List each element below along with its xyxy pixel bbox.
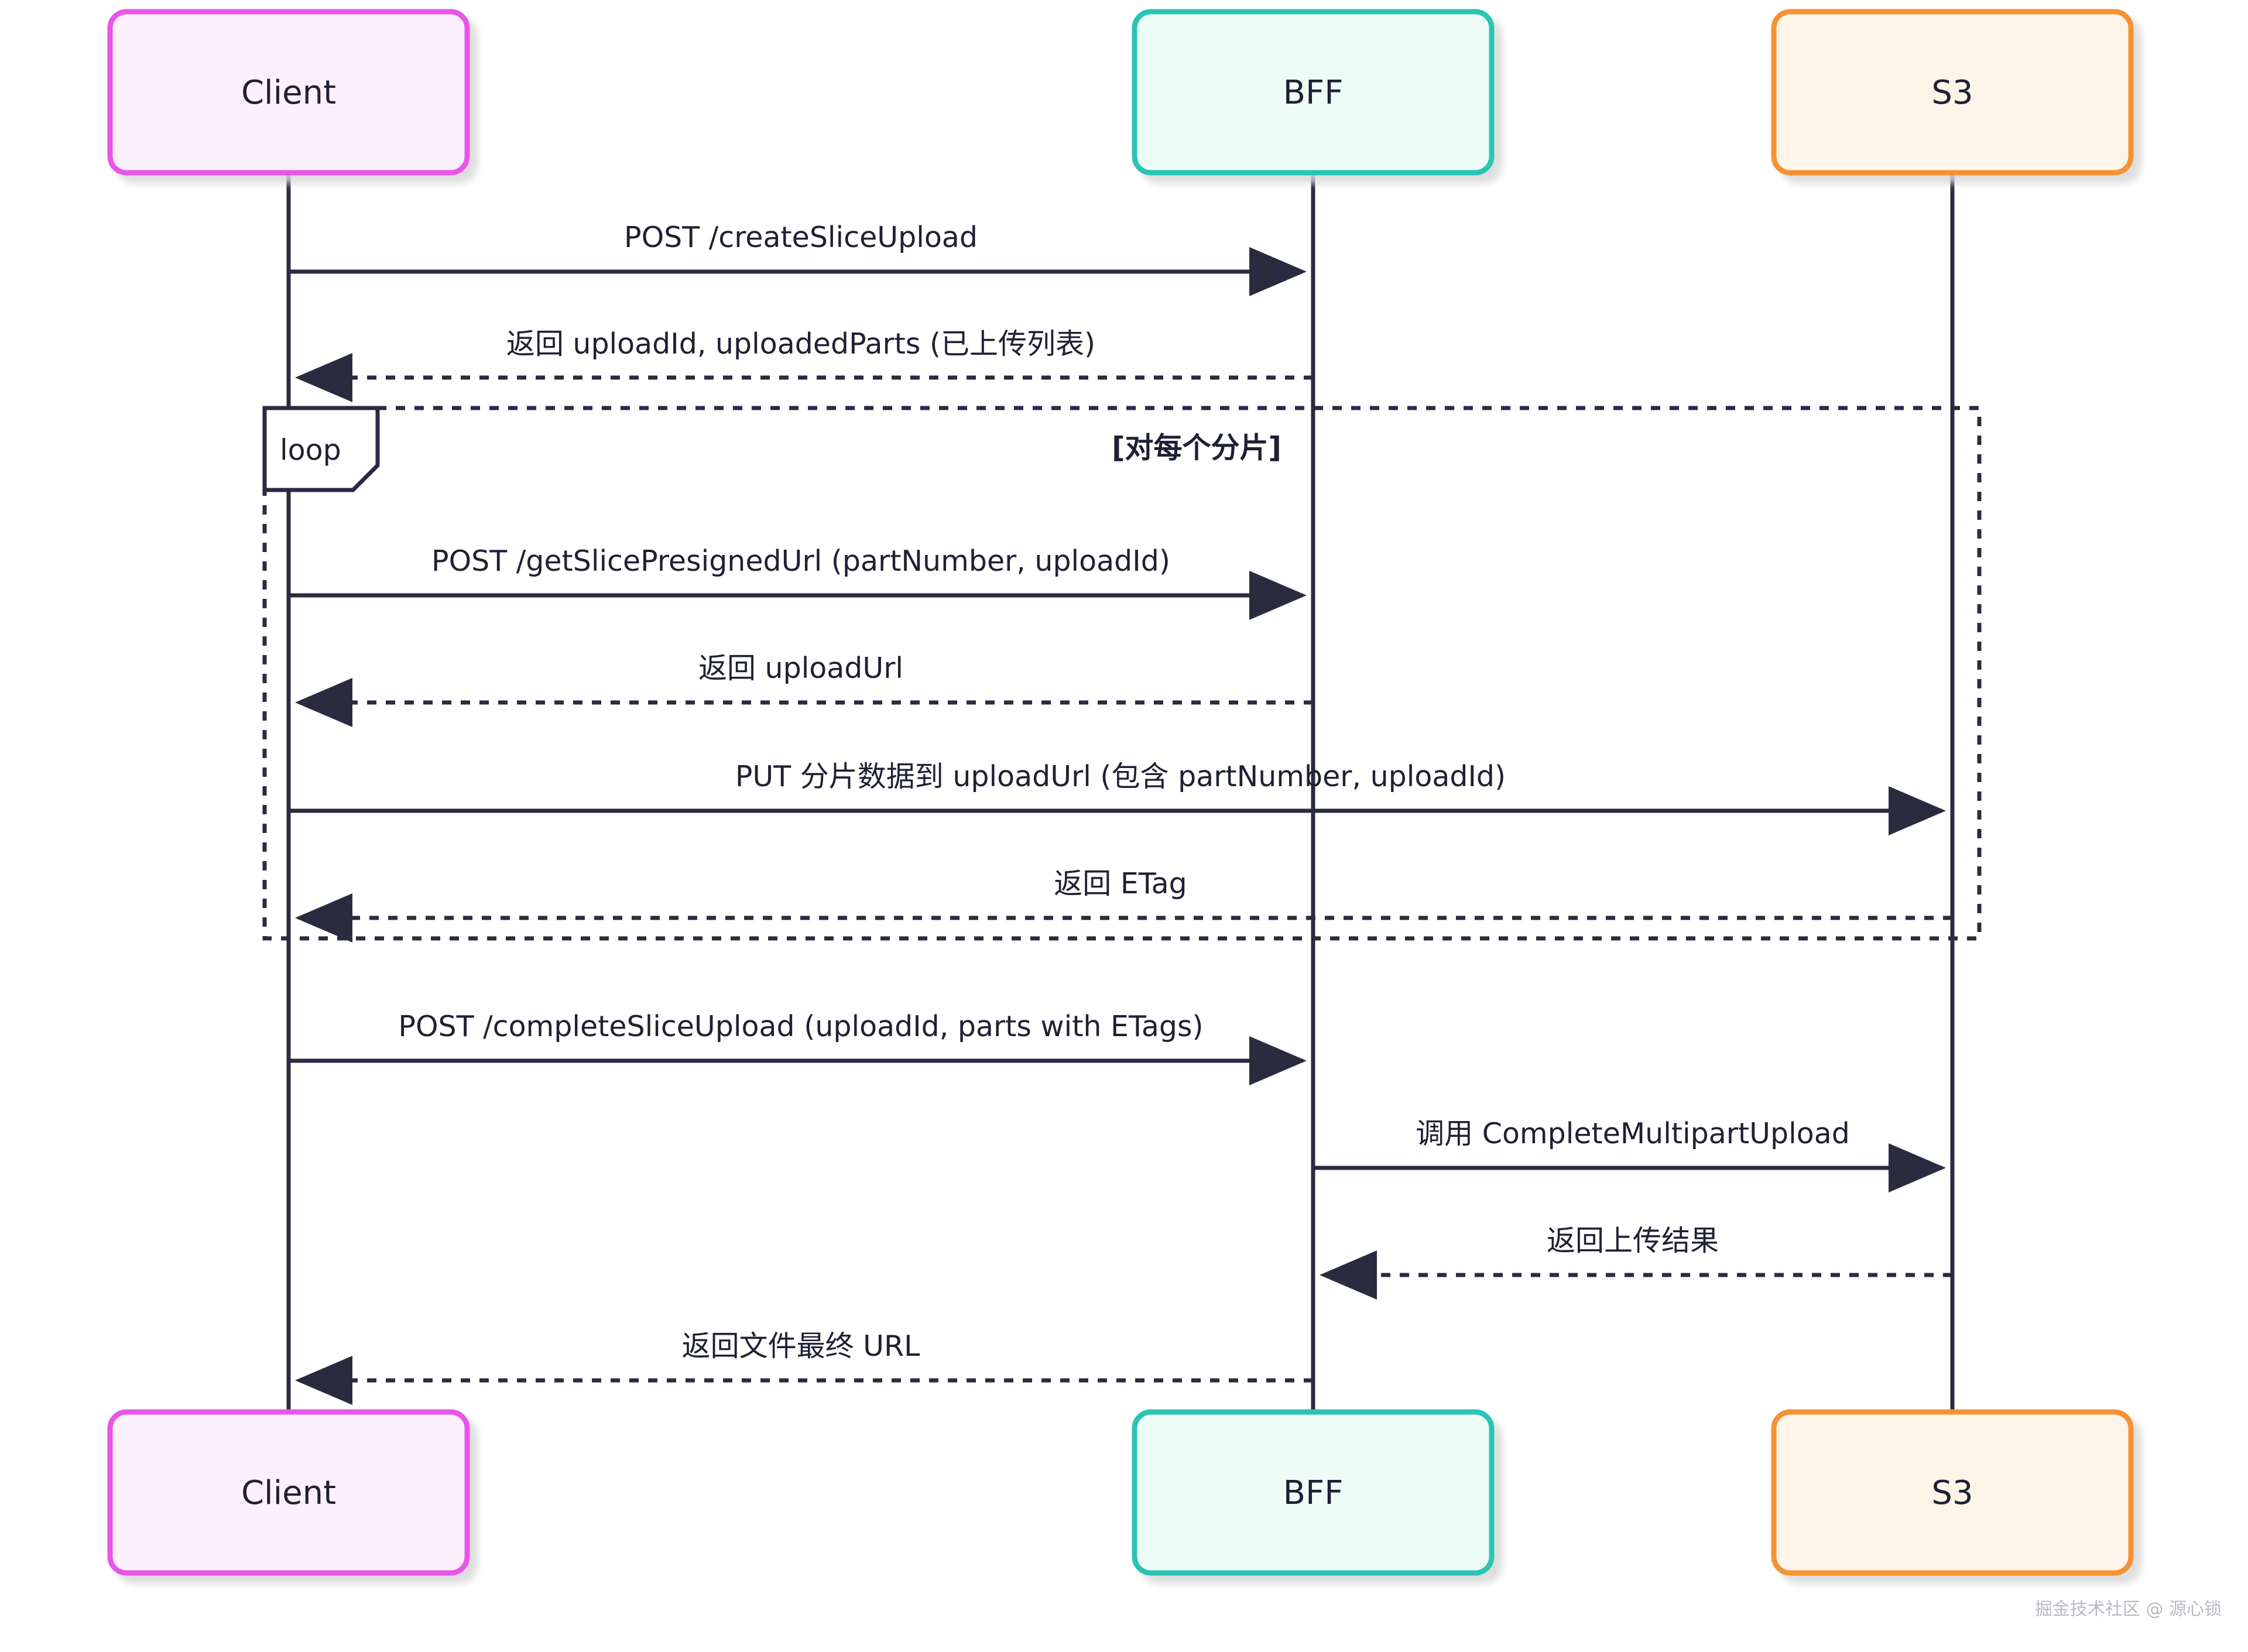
message-row: POST /completeSliceUpload (uploadId, par…: [289, 1010, 1307, 1085]
actor-box-client-top[interactable]: Client: [107, 9, 470, 176]
actor-rect: [1132, 1409, 1495, 1576]
message-label: 返回文件最终 URL: [682, 1329, 920, 1363]
actor-box-client-bottom[interactable]: Client: [107, 1409, 470, 1576]
message-label: 返回 uploadUrl: [698, 652, 903, 685]
message-row: 返回 uploadUrl: [295, 652, 1313, 727]
message-label: 返回 uploadId, uploadedParts (已上传列表): [506, 327, 1095, 361]
actor-boxes-bottom: Client BFF S3: [107, 1409, 2134, 1576]
actor-box-s3-bottom[interactable]: S3: [1771, 1409, 2134, 1576]
message-row: 返回 uploadId, uploadedParts (已上传列表): [295, 327, 1313, 402]
actor-label: Client: [241, 1474, 336, 1512]
actor-label: S3: [1931, 1474, 1973, 1512]
message-row: 返回 ETag: [295, 867, 1952, 942]
loop-fragment: loop [对每个分片]: [262, 406, 1982, 941]
watermark-text: 掘金技术社区 @ 源心锁: [2035, 1599, 2222, 1620]
message-label: 返回 ETag: [1054, 867, 1187, 900]
message-row: POST /getSlicePresignedUrl (partNumber, …: [289, 544, 1307, 620]
actor-box-s3-top[interactable]: S3: [1771, 9, 2134, 176]
message-row: 返回上传结果: [1320, 1224, 1952, 1300]
loop-condition-label: [对每个分片]: [1112, 431, 1281, 465]
actor-rect: [1771, 1409, 2134, 1576]
message-row: POST /createSliceUpload: [289, 221, 1307, 296]
actor-label: BFF: [1283, 74, 1344, 112]
actor-box-bff-top[interactable]: BFF: [1132, 9, 1495, 176]
actor-boxes-top: Client BFF S3: [107, 9, 2134, 176]
message-row: 调用 CompleteMultipartUpload: [1313, 1117, 1946, 1192]
message-label: POST /completeSliceUpload (uploadId, par…: [398, 1010, 1203, 1043]
messages-group: POST /createSliceUpload 返回 uploadId, upl…: [289, 221, 1952, 1405]
message-row: 返回文件最终 URL: [295, 1329, 1313, 1405]
loop-tab-shape: [262, 406, 380, 492]
message-label: 调用 CompleteMultipartUpload: [1416, 1117, 1850, 1150]
message-row: PUT 分片数据到 uploadUrl (包含 partNumber, uplo…: [289, 760, 1946, 835]
actor-label: Client: [241, 74, 336, 112]
actor-rect: [107, 9, 470, 176]
actor-rect: [1771, 9, 2134, 176]
actor-label: BFF: [1283, 1474, 1344, 1512]
loop-frame-border: [262, 406, 1982, 941]
message-label: POST /createSliceUpload: [624, 221, 978, 254]
actor-rect: [107, 1409, 470, 1576]
actor-box-bff-bottom[interactable]: BFF: [1132, 1409, 1495, 1576]
actor-label: S3: [1931, 74, 1973, 112]
loop-keyword-label: loop: [280, 434, 341, 467]
actor-rect: [1132, 9, 1495, 176]
message-label: 返回上传结果: [1547, 1224, 1719, 1257]
message-label: POST /getSlicePresignedUrl (partNumber, …: [431, 544, 1170, 578]
message-label: PUT 分片数据到 uploadUrl (包含 partNumber, uplo…: [735, 760, 1506, 793]
